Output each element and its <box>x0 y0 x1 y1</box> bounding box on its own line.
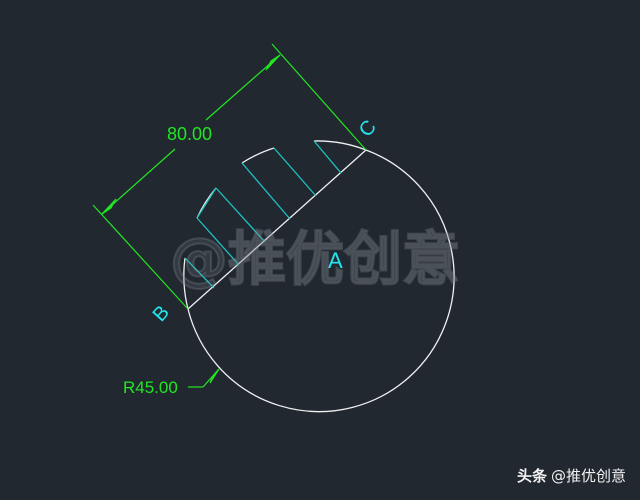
step-lines <box>184 140 342 289</box>
step-arc-1 <box>183 257 189 310</box>
circle-arc <box>187 149 455 413</box>
chord-bc <box>187 149 367 310</box>
dimension-radius-text: R45.00 <box>123 378 178 397</box>
label-a: A <box>328 248 343 273</box>
radius-leader <box>188 368 220 388</box>
dimension-linear-text: 80.00 <box>167 124 212 144</box>
watermark: @推优创意 <box>169 224 461 294</box>
platform-name: 头条 <box>516 467 547 485</box>
linear-dimension <box>92 43 367 310</box>
source-credit: 头条@推优创意 <box>517 465 626 486</box>
label-b: B <box>149 301 174 326</box>
label-c: C <box>355 116 381 141</box>
step-arc-3 <box>241 147 275 164</box>
step-arc-4 <box>313 140 367 151</box>
author-handle: @推优创意 <box>550 467 626 485</box>
